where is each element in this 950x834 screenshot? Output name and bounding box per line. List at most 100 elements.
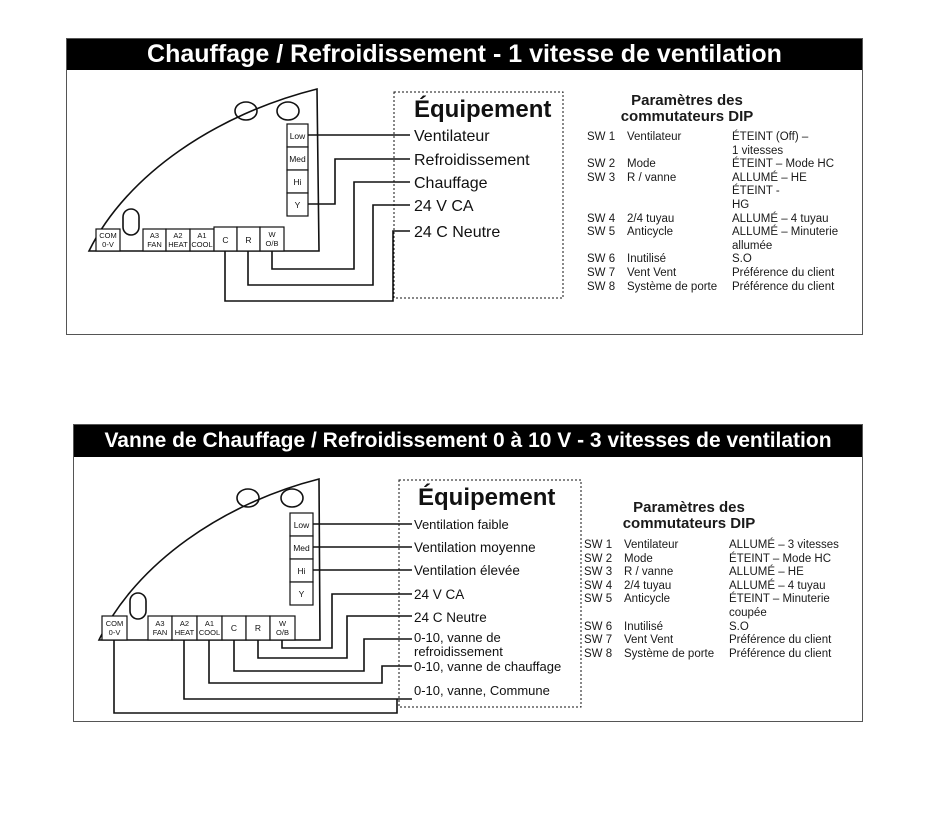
wire-vanne-commune-a2 (183, 640, 412, 700)
terminal-med-label: Med (293, 543, 310, 553)
dip-value: Préférence du client (732, 280, 835, 293)
equipment-title: Équipement (418, 483, 555, 511)
equipment-label-ventilation-elevee: Ventilation élevée (414, 563, 520, 578)
dip-value: ALLUMÉ – 4 tuyau (729, 579, 826, 592)
terminal-com (95, 228, 121, 252)
dip-value: Préférence du client (732, 266, 835, 279)
dip-value: ÉTEINT – Mode HC (732, 158, 835, 171)
wire-vanne-chauffage (208, 640, 412, 684)
bottom-terminal-row: COM 0-V A3 FAN A2 HEAT A1 COOL C R W O/B (101, 615, 296, 641)
equipment-box (398, 479, 582, 708)
dip-function: Mode (627, 158, 656, 171)
mounting-hole (236, 488, 260, 508)
wire-24c-neutre (257, 615, 412, 659)
dip-function: R / vanne (627, 171, 677, 184)
bottom-terminal-row: COM 0-V A3 FAN A2 HEAT A1 COOL C R W O/B (95, 226, 285, 252)
wiring-diagram-1: Chauffage / Refroidissement - 1 vitesse … (66, 38, 863, 335)
wire-24c-neutre (224, 230, 410, 302)
terminal-c (221, 615, 247, 641)
terminal-low-label: Low (290, 131, 306, 141)
terminal-w-label: W (268, 230, 276, 239)
terminal-c-label: C (222, 235, 228, 245)
terminal-a3-sublabel: FAN (153, 628, 168, 637)
wiring-schematic-2: Low Med Hi Y COM 0-V A3 FAN A2 HEAT A1 C… (97, 477, 582, 714)
dip-sw: SW 6 (584, 620, 613, 633)
terminal-a1-label: A1 (205, 619, 214, 628)
equipment-box (393, 91, 564, 299)
equipment-label-vanne-refroidissement-1: 0-10, vanne de (414, 630, 501, 645)
wiring-schematic-1: Low Med Hi Y COM 0-V A3 FAN A2 HEAT A1 C… (87, 87, 564, 302)
dip-value: ALLUMÉ – 3 vitesses (729, 539, 839, 551)
dip-function: Anticycle (624, 593, 671, 606)
dip-value: HG (732, 198, 750, 211)
terminal-w-label: W (279, 619, 287, 628)
equipment-label-24c-neutre: 24 C Neutre (414, 610, 487, 625)
dip-function: Inutilisé (627, 253, 666, 266)
dip-sw: SW 3 (584, 566, 613, 579)
dip-sw: SW 2 (584, 552, 613, 565)
dip-value: ÉTEINT – Mode HC (729, 552, 832, 565)
dip-function: 2/4 tuyau (624, 579, 672, 592)
dip-title-line2: commutateurs DIP (620, 108, 754, 125)
dip-sw: SW 5 (584, 593, 613, 606)
dip-function: Vent Vent (624, 634, 674, 647)
terminal-a1-label: A1 (197, 231, 206, 240)
dip-title: Paramètres des commutateurs DIP (587, 93, 787, 125)
dip-sw: SW 8 (587, 280, 616, 293)
equipment-label-chauffage: Chauffage (414, 175, 488, 192)
terminal-a1-sublabel: COOL (199, 628, 220, 637)
dip-function: Inutilisé (624, 620, 663, 633)
dip-function: R / vanne (624, 566, 674, 579)
diagram-2-title: Vanne de Chauffage / Refroidissement 0 à… (74, 425, 862, 457)
dip-value: allumée (732, 239, 773, 252)
mounting-hole (280, 488, 304, 508)
dip-value: Préférence du client (729, 647, 832, 660)
equipment-label-ventilation-moyenne: Ventilation moyenne (414, 540, 536, 555)
dip-function: Système de porte (624, 647, 715, 660)
terminal-y-label: Y (295, 200, 301, 210)
terminal-w-sublabel: O/B (276, 628, 289, 637)
equipment-label-vanne-refroidissement-2: refroidissement (414, 644, 503, 659)
terminal-a3-label: A3 (150, 231, 159, 240)
wire-24vca (247, 204, 410, 286)
equipment-label-vanne-chauffage: 0-10, vanne de chauffage (414, 659, 561, 674)
terminal-a2-sublabel: HEAT (175, 628, 195, 637)
mounting-hole (276, 101, 300, 121)
dip-value: coupée (729, 606, 767, 619)
terminal-hi-label: Hi (297, 566, 305, 576)
equipment-label-24vca: 24 V CA (414, 198, 474, 215)
terminal-c-label: C (231, 623, 237, 633)
dip-function: 2/4 tuyau (627, 212, 675, 225)
dip-title: Paramètres des commutateurs DIP (584, 500, 794, 532)
dip-sw: SW 4 (587, 212, 616, 225)
wiring-diagram-2: Vanne de Chauffage / Refroidissement 0 à… (73, 424, 863, 722)
terminal-y (289, 581, 314, 606)
dip-function: Ventilateur (624, 539, 679, 551)
dip-row-sw3: SW 3 R / vanne ALLUMÉ – HE (584, 566, 856, 580)
equipment-label-vanne-commune: 0-10, vanne, Commune (414, 683, 550, 698)
terminal-a2-label: A2 (180, 619, 189, 628)
dip-value: ALLUMÉ – HE (729, 566, 804, 579)
dip-sw: SW 3 (587, 171, 616, 184)
terminal-a3-sublabel: FAN (147, 240, 162, 249)
thermostat-base-outline (97, 477, 321, 641)
dip-value: ALLUMÉ – HE (732, 171, 807, 184)
dip-title-line1: Paramètres des (631, 92, 743, 109)
terminal-a3-label: A3 (155, 619, 164, 628)
dip-row-sw3: SW 3 R / vanne ALLUMÉ – HE (587, 172, 857, 186)
dip-sw: SW 1 (584, 539, 613, 551)
terminal-y-label: Y (299, 589, 305, 599)
terminal-a2-label: A2 (173, 231, 182, 240)
dip-title-line1: Paramètres des (633, 499, 745, 516)
wire-vanne-refroidissement (233, 638, 412, 672)
